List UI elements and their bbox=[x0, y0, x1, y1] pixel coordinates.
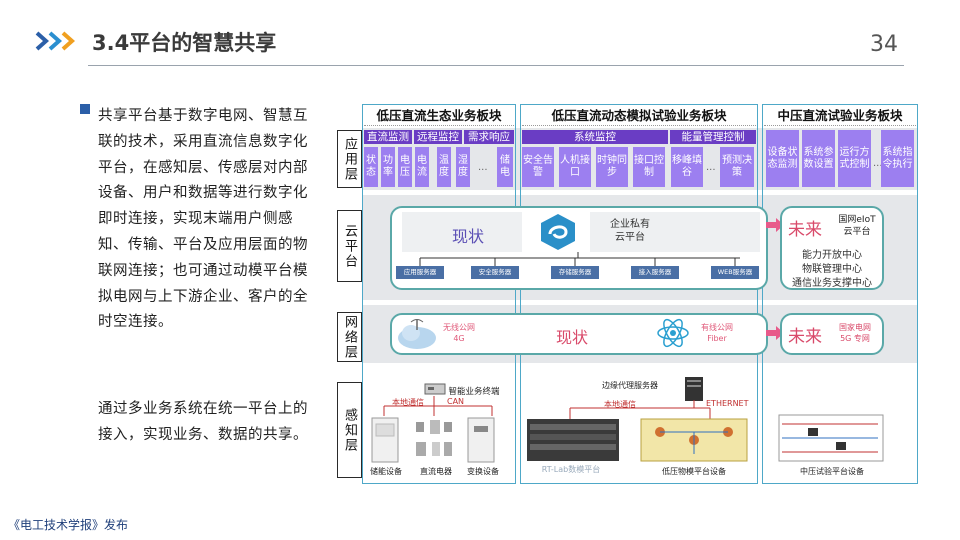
network-current-box bbox=[390, 313, 768, 355]
function-cell: 功率 bbox=[381, 147, 395, 187]
header-divider bbox=[88, 65, 904, 66]
bullet-icon bbox=[80, 104, 90, 114]
converter-device-icon bbox=[467, 417, 495, 463]
cloud-logo-icon bbox=[541, 214, 575, 250]
device-caption: 低压物模平台设备 bbox=[662, 467, 726, 476]
column-title-2: 低压直流动态模拟试验业务板块 bbox=[522, 106, 756, 126]
future-net-label: 国家电网 5G 专网 bbox=[839, 323, 871, 343]
column-frame-3 bbox=[762, 104, 918, 484]
chevron-right-icon bbox=[61, 31, 76, 51]
future-item: 能力开放中心 bbox=[802, 250, 862, 261]
chevron-right-icon bbox=[48, 31, 63, 51]
function-cell: 储电 bbox=[497, 147, 513, 187]
cloud-panel bbox=[590, 212, 760, 252]
device-caption: 变换设备 bbox=[467, 467, 499, 476]
server-node: WEB服务器 bbox=[711, 266, 759, 279]
body-paragraph-2: 通过多业务系统在统一平台上的接入，实现业务、数据的共享。 bbox=[98, 401, 308, 443]
row-label-network: 网络层 bbox=[337, 312, 362, 362]
local-comm-label: 本地通信 bbox=[392, 398, 424, 407]
terminal-label: 智能业务终端 bbox=[448, 387, 500, 397]
mv-platform-icon bbox=[778, 414, 884, 462]
column-title-1: 低压直流生态业务板块 bbox=[364, 106, 514, 126]
function-cell: 人机接口 bbox=[559, 147, 591, 187]
server-node: 存储服务器 bbox=[551, 266, 599, 279]
cloud-future-box bbox=[780, 206, 884, 290]
function-cell: 设备状态监测 bbox=[766, 130, 799, 187]
function-cell: 温度 bbox=[437, 147, 451, 187]
function-bar: 直流监测 bbox=[364, 130, 412, 144]
network-future-box bbox=[780, 313, 884, 355]
private-cloud-label: 企业私有 云平台 bbox=[610, 219, 650, 243]
row-label-sensing: 感知层 bbox=[337, 382, 362, 478]
function-cell: 安全告警 bbox=[522, 147, 554, 187]
can-label: CAN bbox=[447, 397, 465, 406]
device-caption: 中压试验平台设备 bbox=[800, 467, 864, 476]
function-cell: 预测决策 bbox=[720, 147, 754, 187]
edge-server-label: 边缘代理服务器 bbox=[602, 381, 658, 390]
future-cloud-label: 国网eIoT 云平台 bbox=[838, 215, 876, 237]
wired-label: 有线公网 Fiber bbox=[701, 323, 733, 343]
function-cell: 移峰填谷 bbox=[671, 147, 703, 187]
function-cell: 状态 bbox=[364, 147, 378, 187]
cloud-panel bbox=[402, 212, 522, 252]
rtlab-rack-icon bbox=[527, 419, 619, 461]
device-caption: 直流电器 bbox=[420, 467, 452, 476]
dc-appliance-icon bbox=[416, 420, 452, 456]
rtlab-label: RT-Lab数模平台 bbox=[541, 465, 601, 474]
future-item: 物联管理中心 bbox=[802, 264, 862, 275]
function-bar: 远程监控 bbox=[414, 130, 462, 144]
network-current-label: 现状 bbox=[556, 328, 589, 347]
future-item: 通信业务支撑中心 bbox=[792, 278, 872, 289]
function-bar: 需求响应 bbox=[464, 130, 514, 144]
function-cell: 接口控制 bbox=[633, 147, 665, 187]
terminal-device-icon bbox=[424, 383, 446, 395]
edge-server-icon bbox=[685, 377, 703, 401]
body-paragraph-1: 共享平台基于数字电网、智慧互联的技术，采用直流信息数字化平台，在感知层、传感层对… bbox=[98, 108, 308, 331]
column-title-3: 中压直流试验业务板块 bbox=[764, 106, 916, 126]
function-cell: 电流 bbox=[415, 147, 429, 187]
storage-device-icon bbox=[371, 417, 399, 463]
ellipsis: ... bbox=[706, 162, 716, 173]
ellipsis: ... bbox=[873, 158, 883, 169]
page-title: 3.4平台的智慧共享 bbox=[92, 31, 277, 55]
fiber-atom-icon bbox=[657, 318, 689, 348]
function-cell: 运行方式控制 bbox=[838, 130, 871, 187]
server-node: 应用服务器 bbox=[396, 266, 444, 279]
network-future-label: 未来 bbox=[788, 327, 822, 347]
comm-line bbox=[569, 400, 711, 420]
function-cell: 湿度 bbox=[456, 147, 470, 187]
column-frame-2 bbox=[520, 104, 758, 484]
function-cell: 系统指令执行 bbox=[881, 130, 914, 187]
local-comm-label: 本地通信 bbox=[604, 400, 636, 409]
wireless-cloud-icon bbox=[398, 319, 436, 349]
footer-source: 《电工技术学报》发布 bbox=[8, 518, 129, 532]
function-cell: 时钟同步 bbox=[596, 147, 628, 187]
page-number: 34 bbox=[870, 32, 898, 57]
server-node: 接入服务器 bbox=[631, 266, 679, 279]
ethernet-label: ETHERNET bbox=[706, 399, 749, 408]
arrow-right-icon bbox=[766, 326, 784, 340]
function-bar: 系统监控 bbox=[522, 130, 668, 144]
ellipsis: ... bbox=[478, 162, 488, 173]
chevron-right-icon bbox=[35, 31, 50, 51]
function-bar: 能量管理控制 bbox=[670, 130, 756, 144]
function-cell: 电压 bbox=[398, 147, 412, 187]
row-label-app: 应用层 bbox=[337, 130, 362, 188]
wireless-label: 无线公网 4G bbox=[443, 323, 475, 343]
function-cell: 系统参数设置 bbox=[802, 130, 835, 187]
cloud-current-label: 现状 bbox=[452, 227, 485, 246]
server-connector-lines bbox=[419, 252, 740, 266]
column-frame-1 bbox=[362, 104, 516, 484]
device-caption: 储能设备 bbox=[370, 467, 402, 476]
lv-platform-icon bbox=[640, 418, 748, 462]
arrow-right-icon bbox=[766, 218, 784, 232]
row-label-cloud: 云平台 bbox=[337, 210, 362, 282]
server-node: 安全服务器 bbox=[471, 266, 519, 279]
cloud-future-label: 未来 bbox=[788, 220, 822, 240]
comm-line bbox=[383, 396, 493, 416]
